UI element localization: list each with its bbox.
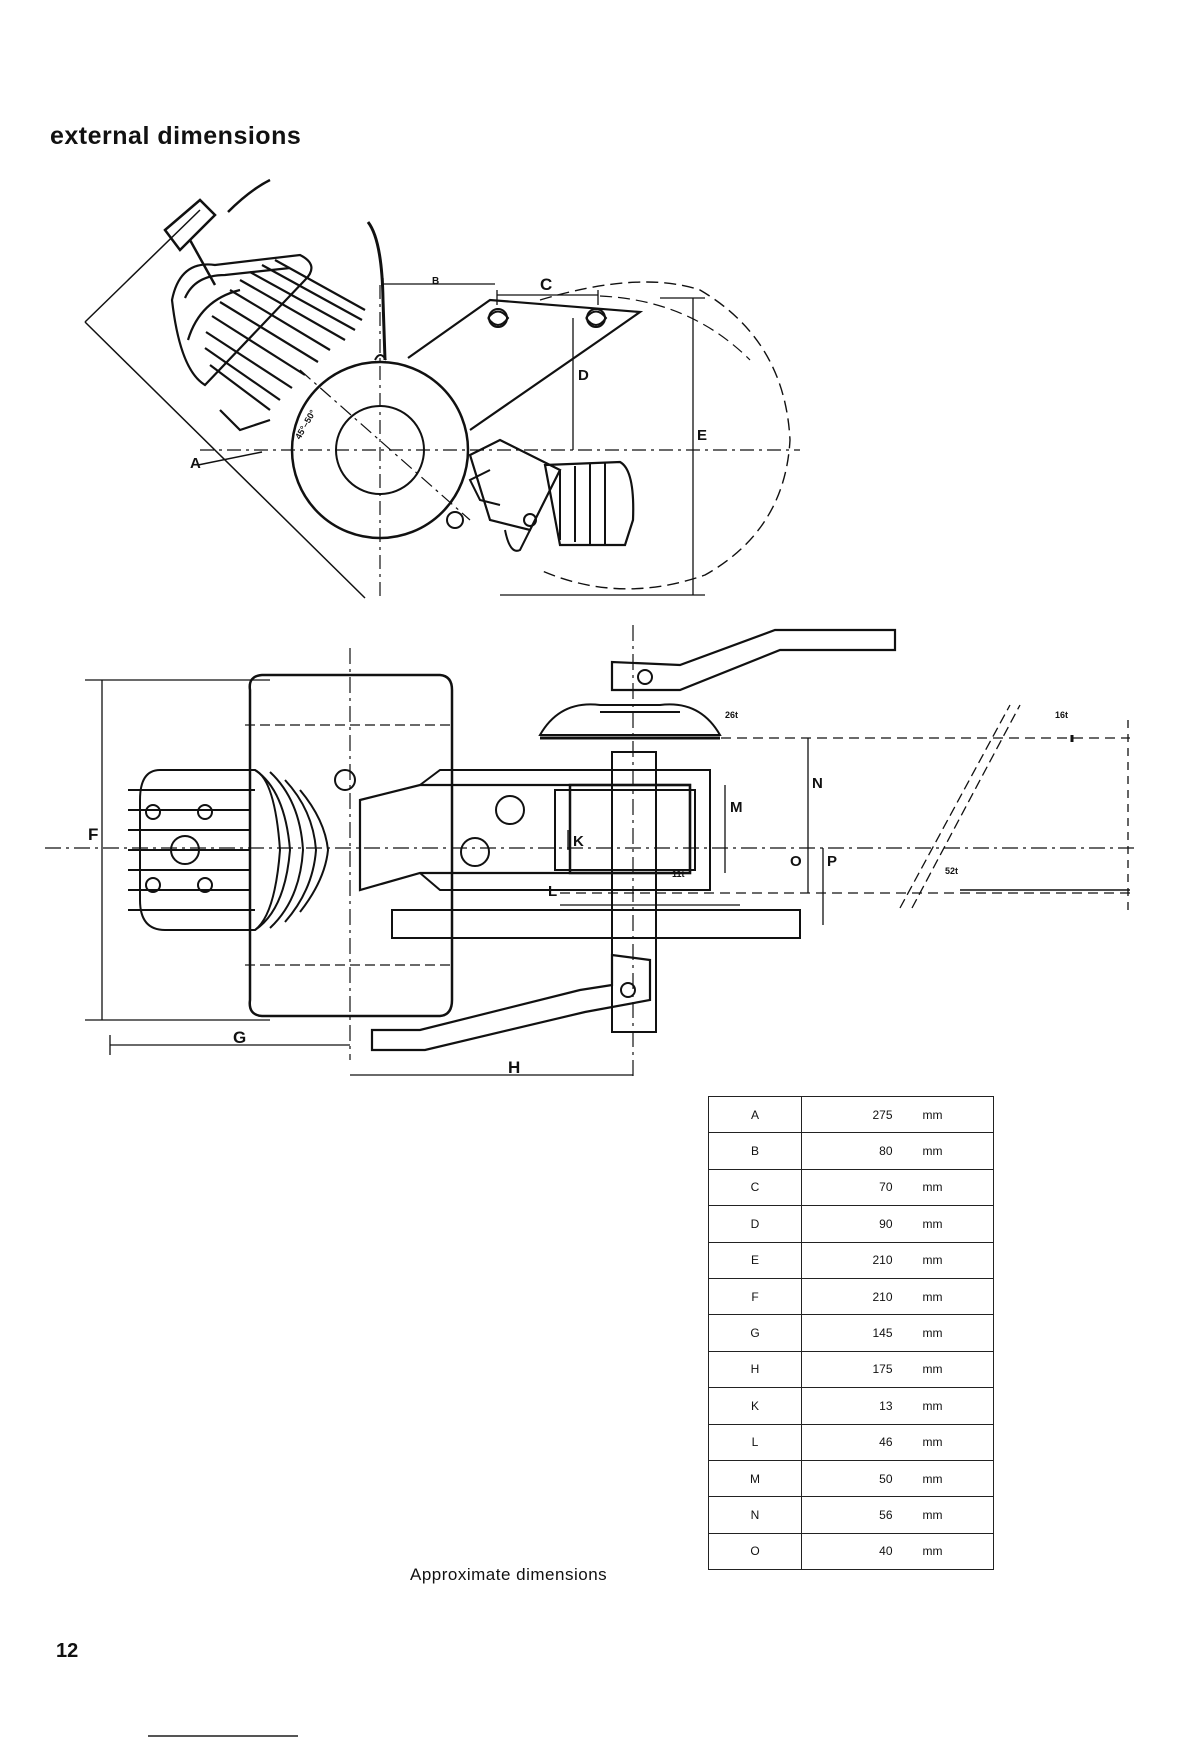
dim-label-f: F (88, 825, 98, 844)
dimension-value-cell: 80 mm (801, 1132, 994, 1170)
page-title: external dimensions (50, 122, 302, 150)
dimension-row-h: H 175 mm (708, 1350, 994, 1389)
dim-label-n: N (812, 775, 823, 792)
dimension-value-cell: 70 mm (801, 1168, 994, 1207)
dimension-value: 40 (879, 1544, 893, 1559)
dimension-letter: C (708, 1168, 802, 1207)
caption: Approximate dimensions (410, 1565, 608, 1584)
dimension-letter: H (708, 1350, 802, 1389)
dimension-value: 13 (879, 1398, 893, 1413)
dimension-row-n: N 56 mm (708, 1496, 994, 1534)
dimension-letter: D (708, 1205, 802, 1243)
dim-label-c: C (540, 275, 552, 294)
dimension-unit: mm (922, 1253, 943, 1268)
dimension-letter: E (708, 1241, 802, 1279)
dimension-row-k: K 13 mm (708, 1387, 994, 1425)
dimension-letter: B (708, 1132, 802, 1170)
dimension-value-cell: 40 mm (801, 1532, 994, 1571)
dimension-unit: mm (922, 1216, 943, 1231)
dimension-row-d: D 90 mm (708, 1205, 994, 1243)
dim-label-g: G (233, 1028, 246, 1047)
dim-label-p: P (827, 853, 837, 870)
side-view-drawing: B C D E A 45°–50° (84, 178, 800, 600)
dim-label-d: D (578, 367, 589, 384)
dimension-value: 175 (872, 1362, 893, 1377)
dimension-value: 275 (872, 1107, 893, 1122)
teeth-label-26t: 26t (725, 710, 738, 720)
dimension-unit: mm (922, 1544, 943, 1559)
dimension-unit: mm (922, 1107, 943, 1122)
dimension-value: 145 (872, 1326, 893, 1341)
dimension-letter: A (708, 1095, 802, 1134)
dimension-value-cell: 90 mm (801, 1205, 994, 1243)
teeth-label-52t: 52t (945, 866, 958, 876)
dimension-unit: mm (922, 1326, 943, 1341)
dimension-row-c: C 70 mm (708, 1168, 994, 1207)
dimension-value: 210 (872, 1289, 893, 1304)
dimension-letter: F (708, 1277, 802, 1316)
dimension-row-m: M 50 mm (708, 1459, 994, 1498)
dimension-value-cell: 275 mm (801, 1095, 994, 1134)
dimension-value-cell: 145 mm (801, 1314, 994, 1352)
dimension-letter: L (708, 1423, 802, 1461)
dimension-value: 70 (879, 1180, 893, 1195)
dimension-value-cell: 175 mm (801, 1350, 994, 1389)
dimension-unit: mm (922, 1362, 943, 1377)
dimension-letter: N (708, 1496, 802, 1534)
dimension-value-cell: 56 mm (801, 1496, 994, 1534)
dimension-value: 50 (879, 1471, 893, 1486)
dimension-letter: M (708, 1459, 802, 1498)
dimension-row-l: L 46 mm (708, 1423, 994, 1461)
dimension-unit: mm (922, 1289, 943, 1304)
dimension-value-cell: 210 mm (801, 1241, 994, 1279)
dimension-row-f: F 210 mm (708, 1277, 994, 1316)
dimension-row-g: G 145 mm (708, 1314, 994, 1352)
dimension-value-cell: 13 mm (801, 1387, 994, 1425)
dimension-value-cell: 210 mm (801, 1277, 994, 1316)
top-view-drawing: F G H K L M N O P 26t 16t 52t 11t (45, 625, 1135, 1080)
teeth-label-16t: 16t (1055, 710, 1068, 720)
dim-label-o: O (790, 853, 802, 870)
teeth-label-11t: 11t (672, 869, 685, 879)
dim-label-m: M (730, 799, 743, 816)
page-number: 12 (56, 1640, 79, 1662)
dim-label-k: K (573, 833, 584, 850)
dim-label-l: L (548, 883, 557, 900)
dimension-row-a: A 275 mm (708, 1095, 994, 1134)
dim-label-e: E (697, 427, 707, 444)
bottom-rule (148, 1735, 298, 1737)
dimension-row-e: E 210 mm (708, 1241, 994, 1279)
dimension-unit: mm (922, 1471, 943, 1486)
dimension-unit: mm (922, 1144, 943, 1159)
dimension-value: 80 (879, 1144, 893, 1159)
dim-label-h: H (508, 1058, 520, 1077)
dimension-unit: mm (922, 1435, 943, 1450)
dimension-value: 46 (879, 1435, 893, 1450)
dimension-unit: mm (922, 1398, 943, 1413)
dim-label-a: A (190, 455, 201, 472)
dimension-unit: mm (922, 1507, 943, 1522)
dimension-letter: G (708, 1314, 802, 1352)
dimension-row-o: O 40 mm (708, 1532, 994, 1571)
dimension-value-cell: 46 mm (801, 1423, 994, 1461)
dimension-value: 210 (872, 1253, 893, 1268)
dimension-unit: mm (922, 1180, 943, 1195)
dimension-letter: K (708, 1387, 802, 1425)
dimension-letter: O (708, 1532, 802, 1571)
dimension-value: 90 (879, 1216, 893, 1231)
dimension-value: 56 (879, 1507, 893, 1522)
dimension-row-b: B 80 mm (708, 1132, 994, 1170)
dimension-value-cell: 50 mm (801, 1459, 994, 1498)
dim-label-b: B (432, 276, 439, 287)
